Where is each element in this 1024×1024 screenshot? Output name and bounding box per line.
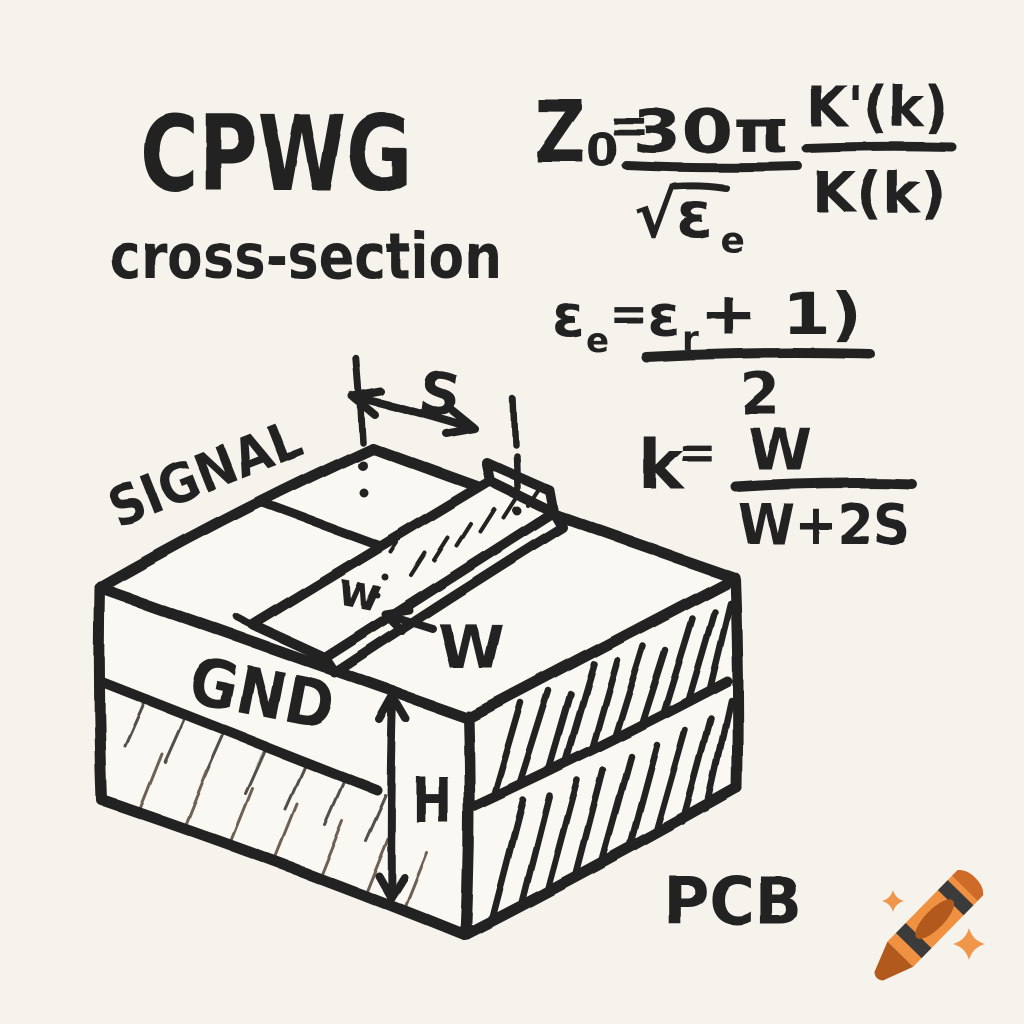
dim-label-w-small: w [334,562,385,623]
top-front-left-edge [94,582,474,724]
eps-num-subscript: r [682,319,699,359]
eps-num-symbol: ε [648,282,680,350]
right-vertical-edge [729,572,744,794]
top-back-left-edge [94,442,378,594]
k-fraction-bar [731,478,917,492]
left-face-layer-divider [97,677,382,795]
s-extension-dot-3 [511,505,521,515]
trace-dash-dot-2 [374,592,380,598]
z0-equals: = [608,96,650,154]
z0-symbol: Z [534,83,586,183]
hatch-left-lower-a [123,699,387,842]
pcb-isometric-sketch [93,354,744,941]
sparkle-icon [953,928,985,960]
s-dimension-arrow [348,387,479,438]
hatch-trace-top [389,485,541,577]
crayon-stripe-back [937,880,974,916]
z0-ratio-denominator: K(k) [812,161,946,226]
eps-denominator: 2 [740,360,780,428]
formula-k: k = W W+2S [638,416,917,558]
z0-denominator-sub: e [720,220,744,261]
eps-subscript: e [586,321,609,361]
top-front-right-edge [462,572,741,724]
hatch-left-lower-b [138,752,429,910]
bottom-left-edge [96,794,471,941]
crayon-tip [874,941,914,981]
eps-fraction-bar [641,348,875,362]
z0-subscript: 0 [586,123,618,177]
z0-numerator: 30π [632,97,790,167]
left-vertical-edge [93,582,108,806]
z0-fraction-bar [621,160,803,172]
sparkle-icon [882,890,904,912]
hatch-right-lower [488,696,735,924]
z0-denominator-root: √ε [634,179,712,253]
s-extension-dot-2 [358,487,368,497]
s-extension-line-right [509,395,521,491]
trace-dash-dot-1 [381,573,389,581]
z0-ratio-numerator: K'(k) [806,75,948,140]
k-denominator: W+2S [738,493,910,558]
page-title: CPWG [140,93,412,215]
bottom-right-edge [459,782,743,941]
z0-ratio-bar [801,141,957,153]
crayon-stripe-front [895,922,932,959]
crayon-end-cap [951,870,984,901]
eps-symbol: ε [552,282,584,350]
dim-label-s: S [414,357,465,430]
s-extension-line-left [352,354,366,446]
top-face-gap-line [258,498,393,554]
crayon-icon [874,870,985,981]
eps-equals: = [610,287,649,341]
formula-z0: Z 0 = 30π √ε e K'(k) K(k) [534,75,957,261]
page-subtitle: cross-section [110,220,502,293]
h-dimension-arrow [374,693,410,902]
z0-radical-bar [670,181,730,192]
k-numerator: W [748,416,812,484]
front-corner-vertical-edge [460,710,475,939]
pcb-left-face [100,588,468,935]
s-dimension [348,354,521,515]
dim-label-h: H [412,764,452,837]
signal-trace [248,457,567,678]
eps-num-tail: + 1) [700,280,862,348]
dim-label-w: W [438,613,504,683]
k-equals: = [678,425,717,479]
k-symbol: k [638,426,685,505]
hatch-right-upper [491,599,734,797]
pcb-label: PCB [664,863,802,940]
right-face-layer-divider [468,676,732,812]
s-extension-dot-1 [357,460,367,470]
crayon-label-oval [915,899,955,939]
w-dimension-arrow [381,606,437,635]
formula-eps-eff: ε e = ε r + 1) 2 [552,280,875,428]
signal-trace-side [320,507,567,678]
